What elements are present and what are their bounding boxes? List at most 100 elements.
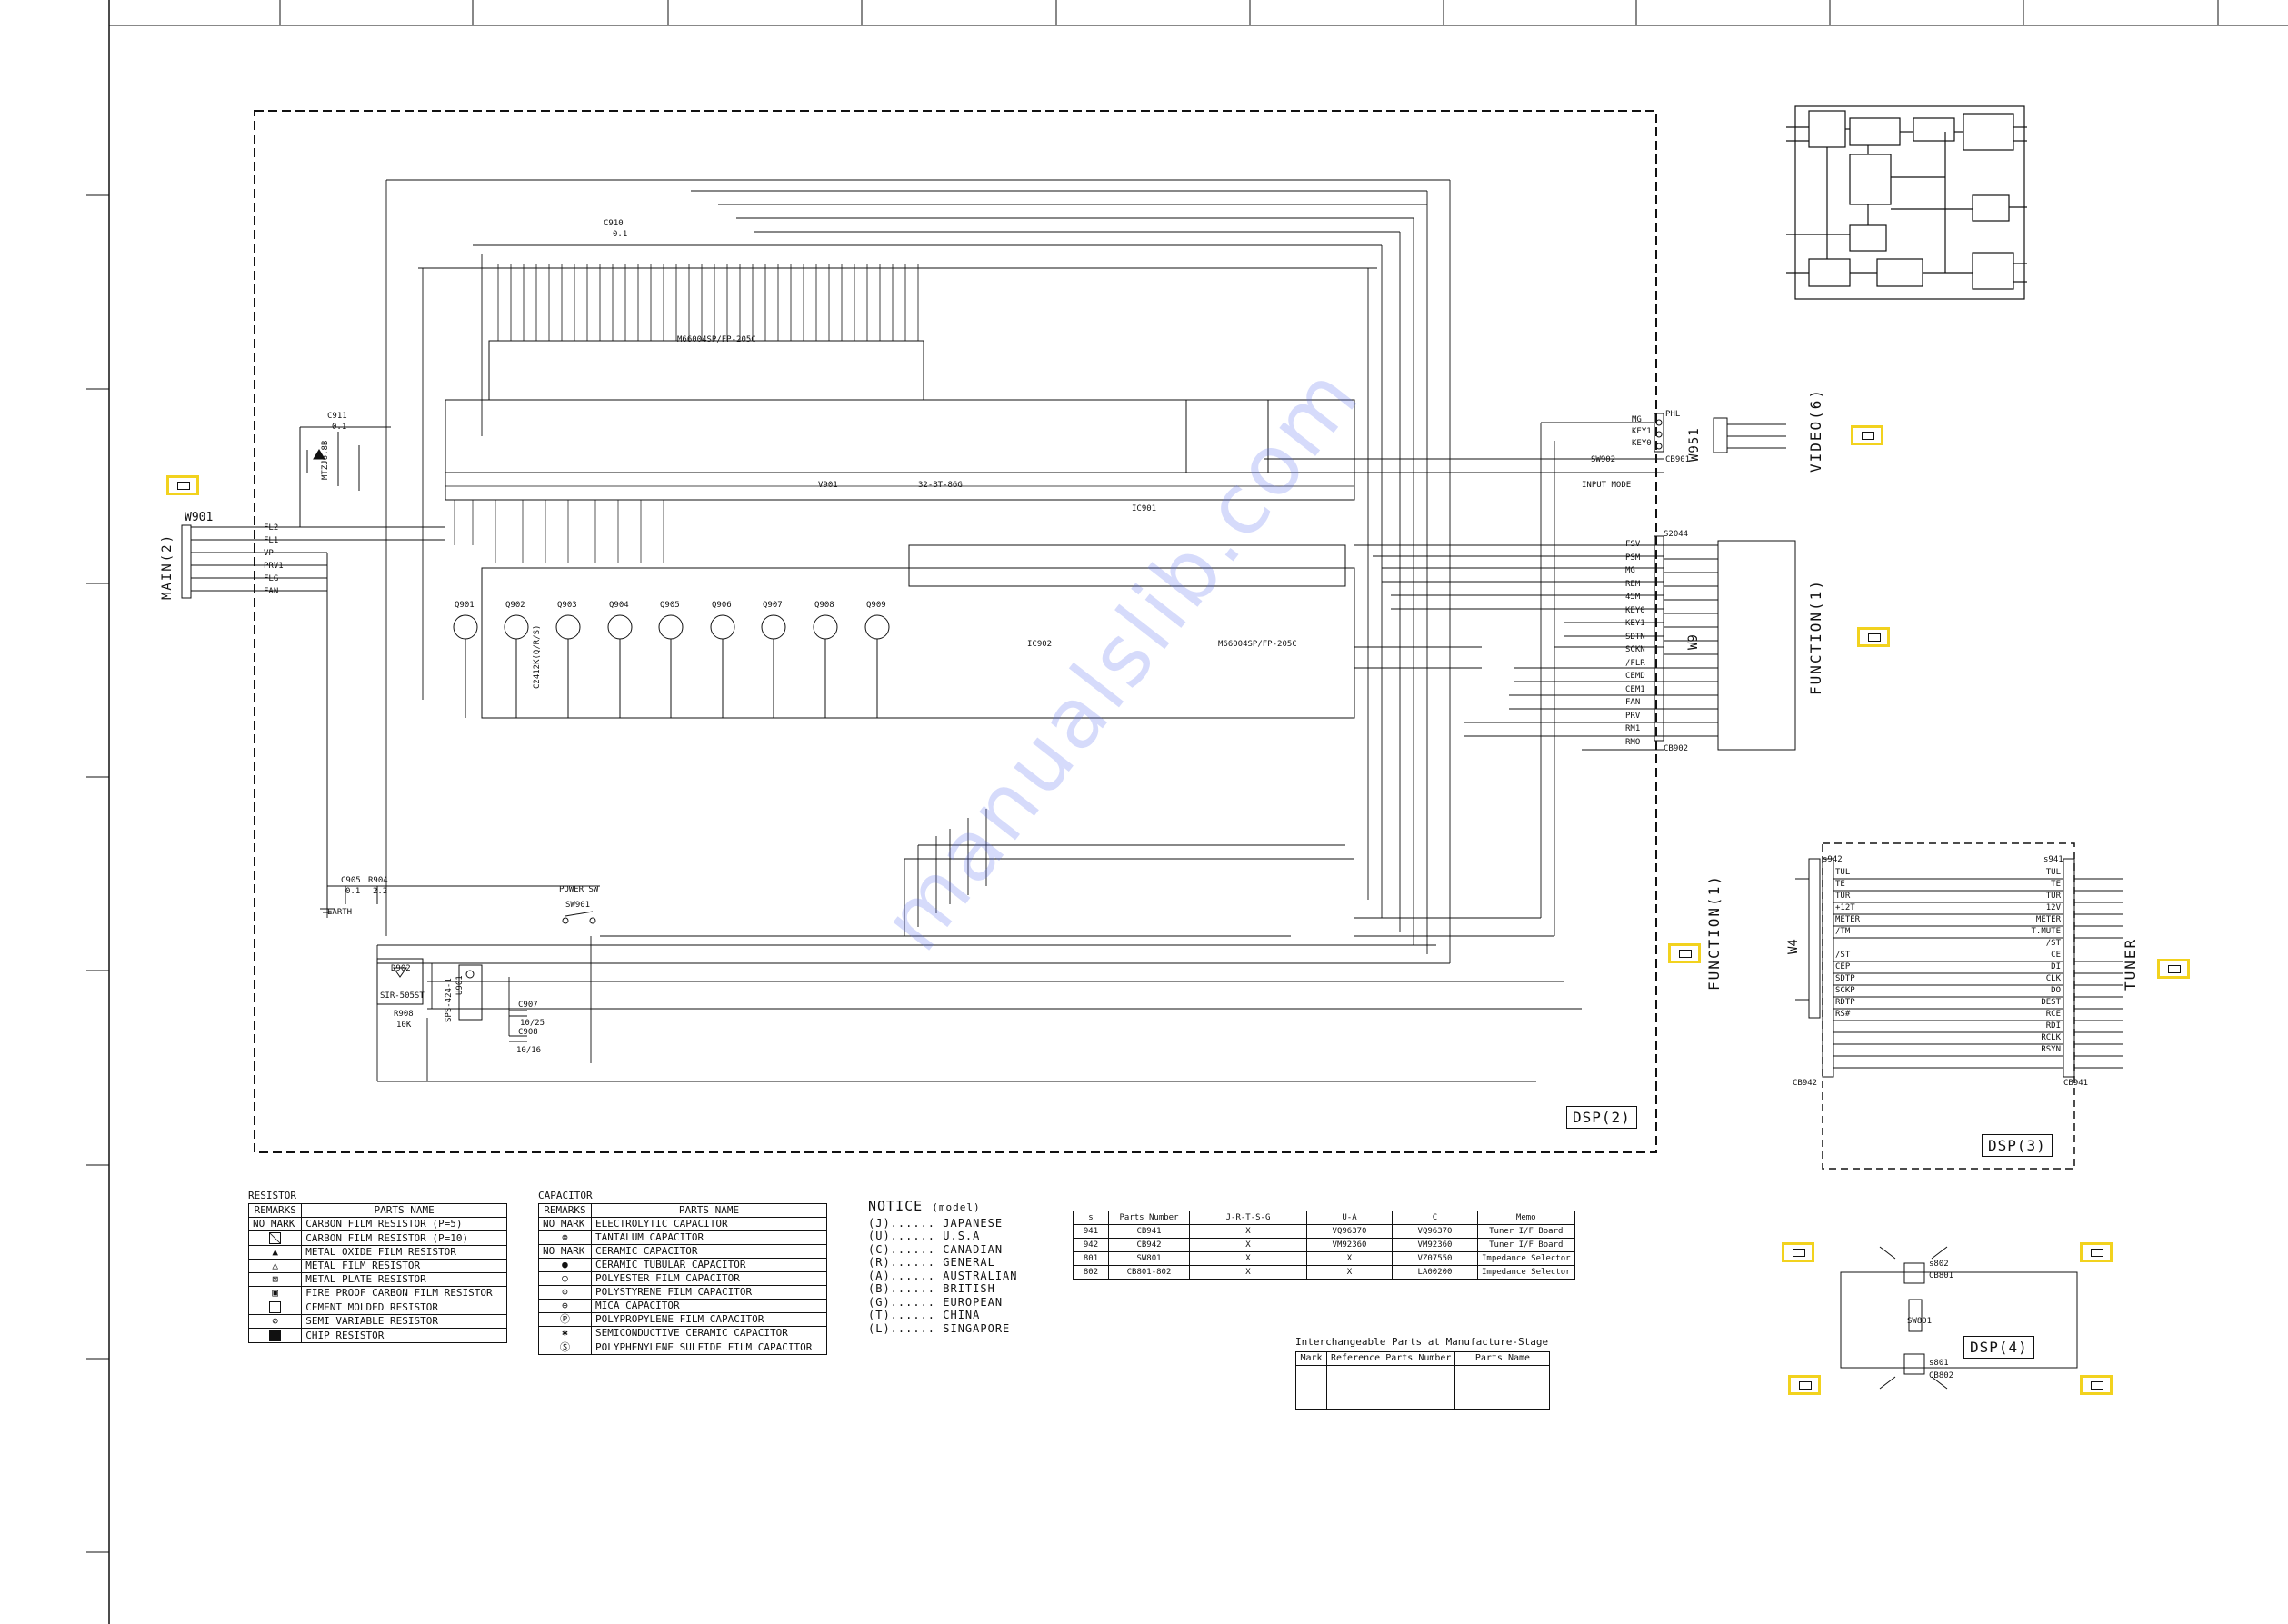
pin-mg: MG <box>1632 415 1642 424</box>
ic902-part-text: M66004SP/FP-205C <box>1218 640 1297 649</box>
tuner-label: TUNER <box>2122 937 2139 991</box>
tr-tur: TUR <box>2045 892 2061 901</box>
q901-label: Q901 <box>455 601 475 610</box>
pin-key0: KEY0 <box>1632 439 1652 448</box>
q908-label: Q908 <box>814 601 834 610</box>
tl-cep: CEP <box>1835 962 1851 971</box>
u901-label: U901 <box>455 975 465 995</box>
parts-cell: VQ96370 <box>1392 1224 1478 1239</box>
q902-label: Q902 <box>505 601 525 610</box>
pin-rem: REM <box>1625 579 1641 589</box>
capacitor-row: ✱SEMICONDUCTIVE CERAMIC CAPACITOR <box>538 1326 828 1340</box>
parts-header: U-A <box>1306 1211 1393 1225</box>
r904-label: R904 <box>368 876 388 885</box>
ic901-name-text: IC901 <box>1132 504 1156 513</box>
c908-label: C908 <box>518 1028 538 1037</box>
pin-key1: KEY1 <box>1632 427 1652 436</box>
note-box-video <box>1851 425 1883 445</box>
resistor-header-remarks: REMARKS <box>247 1203 303 1218</box>
c910-value: 0.1 <box>613 230 628 239</box>
sir-label: SIR-505ST <box>380 991 425 1001</box>
pin-mg2: MG <box>1625 566 1635 575</box>
note-box-dsp4-tl <box>1782 1242 1814 1262</box>
s941-label: s941 <box>2043 855 2063 864</box>
interch-header: Reference Parts Number <box>1325 1351 1456 1366</box>
notice-block: NOTICE (model) (J)...... JAPANESE (U)...… <box>868 1200 1018 1335</box>
parts-cell: 942 <box>1073 1238 1109 1252</box>
c910-label: C910 <box>604 219 624 228</box>
tl-sdtp: SDTP <box>1835 974 1855 983</box>
capacitor-name: ELECTROLYTIC CAPACITOR <box>590 1217 828 1231</box>
capacitor-name: POLYESTER FILM CAPACITOR <box>590 1271 828 1286</box>
resistor-name: FIRE PROOF CARBON FILM RESISTOR <box>301 1286 507 1300</box>
c905-value: 0.1 <box>345 887 361 896</box>
circle-p-icon: Ⓟ <box>559 1313 570 1325</box>
notice-line: (R)...... GENERAL <box>868 1256 995 1269</box>
capacitor-row: ⊗TANTALUM CAPACITOR <box>538 1230 828 1245</box>
tr-tul: TUL <box>2045 868 2061 877</box>
tl-12t: +12T <box>1835 903 1855 912</box>
pin-prv1: PRV1 <box>264 562 284 571</box>
resistor-name: CARBON FILM RESISTOR (P=10) <box>301 1230 507 1246</box>
parts-row: 942 CB942 X VM92360 VM92360 Tuner I/F Bo… <box>1073 1238 1575 1252</box>
tr-st: /ST <box>2045 939 2061 948</box>
parts-cell: CB941 <box>1108 1224 1190 1239</box>
pin-45m: 45M <box>1625 593 1641 602</box>
tl-te: TE <box>1835 880 1845 889</box>
power-switch-label: POWER SW <box>559 885 599 894</box>
parts-table: s Parts Number J-R-T-S-G U-A C Memo 941 … <box>1073 1211 1575 1280</box>
vfd-part-text: 32-BT-86G <box>918 481 963 490</box>
capacitor-row: ○POLYESTER FILM CAPACITOR <box>538 1271 828 1286</box>
parts-row: 802 CB801-802 X X LA00200 Impedance Sele… <box>1073 1265 1575 1280</box>
block-diagram <box>1786 105 2027 300</box>
earth-label: EARTH <box>327 908 353 917</box>
parts-cell: X <box>1306 1265 1393 1280</box>
resistor-name: CEMENT MOLDED RESISTOR <box>301 1300 507 1315</box>
tr-rce: RCE <box>2045 1010 2061 1019</box>
cb801-label: CB801 <box>1929 1271 1954 1280</box>
circle-star-icon: ✱ <box>562 1327 568 1339</box>
transistor-array <box>453 567 1355 719</box>
capacitor-name: CERAMIC TUBULAR CAPACITOR <box>590 1258 828 1272</box>
parts-header: Parts Number <box>1108 1211 1190 1225</box>
parts-cell: Tuner I/F Board <box>1477 1238 1575 1252</box>
parts-header: C <box>1392 1211 1478 1225</box>
video-connector-label: VIDEO(6) <box>1807 387 1824 473</box>
slash-box-icon <box>269 1232 282 1244</box>
parts-header: J-R-T-S-G <box>1189 1211 1307 1225</box>
capacitor-name: POLYSTYRENE FILM CAPACITOR <box>590 1285 828 1300</box>
parts-cell: VQ96370 <box>1306 1224 1393 1239</box>
c908-value: 10/16 <box>516 1046 542 1055</box>
filled-dot-icon: ● <box>562 1259 568 1270</box>
pin-flg: FLG <box>264 574 279 583</box>
cross-box-icon: ⊠ <box>272 1273 278 1285</box>
video-pin-list: MG KEY1 KEY0 <box>1632 414 1652 450</box>
parts-cell: Tuner I/F Board <box>1477 1224 1575 1239</box>
capacitor-name: TANTALUM CAPACITOR <box>590 1230 828 1245</box>
q905-label: Q905 <box>660 601 680 610</box>
tr-te: TE <box>2051 880 2061 889</box>
parts-cell: SW801 <box>1108 1251 1190 1266</box>
pin-cemd: CEMD <box>1625 672 1645 681</box>
notice-line: (J)...... JAPANESE <box>868 1216 1004 1230</box>
notice-line: (A)...... AUSTRALIAN <box>868 1269 1018 1282</box>
right-connectors <box>1654 413 2123 1078</box>
w4-label: W4 <box>1786 939 1801 954</box>
notice-line: (T)...... CHINA <box>868 1309 981 1321</box>
q906-label: Q906 <box>712 601 732 610</box>
capacitor-name: POLYPHENYLENE SULFIDE FILM CAPACITOR <box>590 1340 828 1355</box>
tl-tm: /TM <box>1835 927 1851 936</box>
tuner-right-pins: TUL TE TUR 12V METER T.MUTE /ST CE DI CL… <box>2013 867 2061 1056</box>
fire-box-icon: ▣ <box>272 1287 278 1299</box>
pin-vp: VP <box>264 549 274 558</box>
input-mode-label: INPUT MODE <box>1582 481 1632 490</box>
parts-cell: X <box>1189 1265 1307 1280</box>
parts-cell: X <box>1189 1238 1307 1252</box>
notice-line: (L)...... SINGAPORE <box>868 1321 1011 1335</box>
triangle-outline-icon: △ <box>272 1260 278 1271</box>
capacitor-row: ⊙POLYSTYRENE FILM CAPACITOR <box>538 1285 828 1300</box>
note-box-function <box>1857 627 1890 647</box>
